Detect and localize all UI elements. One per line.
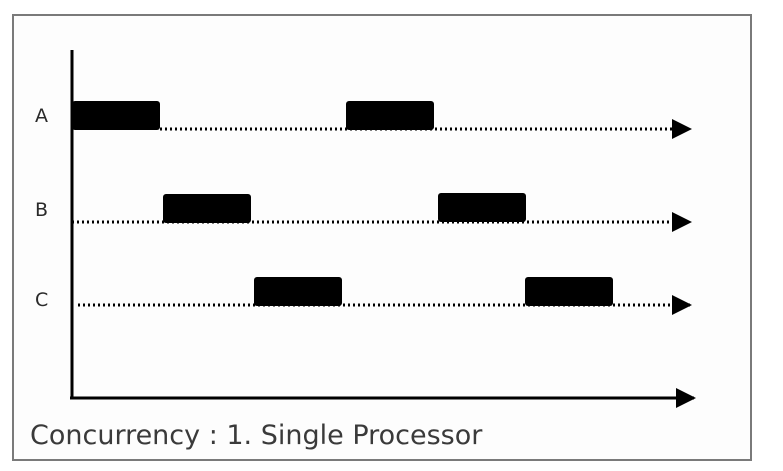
slice-b-2 <box>438 193 526 222</box>
row-label-a: A <box>35 105 48 127</box>
diagram-frame <box>12 14 752 461</box>
slice-a-2 <box>346 101 434 130</box>
slice-a-1 <box>72 101 160 130</box>
diagram-caption: Concurrency : 1. Single Processor <box>30 420 483 451</box>
row-label-b: B <box>35 199 48 221</box>
row-a: A <box>35 101 692 139</box>
row-c: C <box>35 277 692 315</box>
row-b: B <box>35 193 692 232</box>
slice-c-1 <box>254 277 342 306</box>
slice-b-1 <box>163 194 251 223</box>
row-label-c: C <box>35 289 48 311</box>
slice-c-2 <box>525 277 613 306</box>
